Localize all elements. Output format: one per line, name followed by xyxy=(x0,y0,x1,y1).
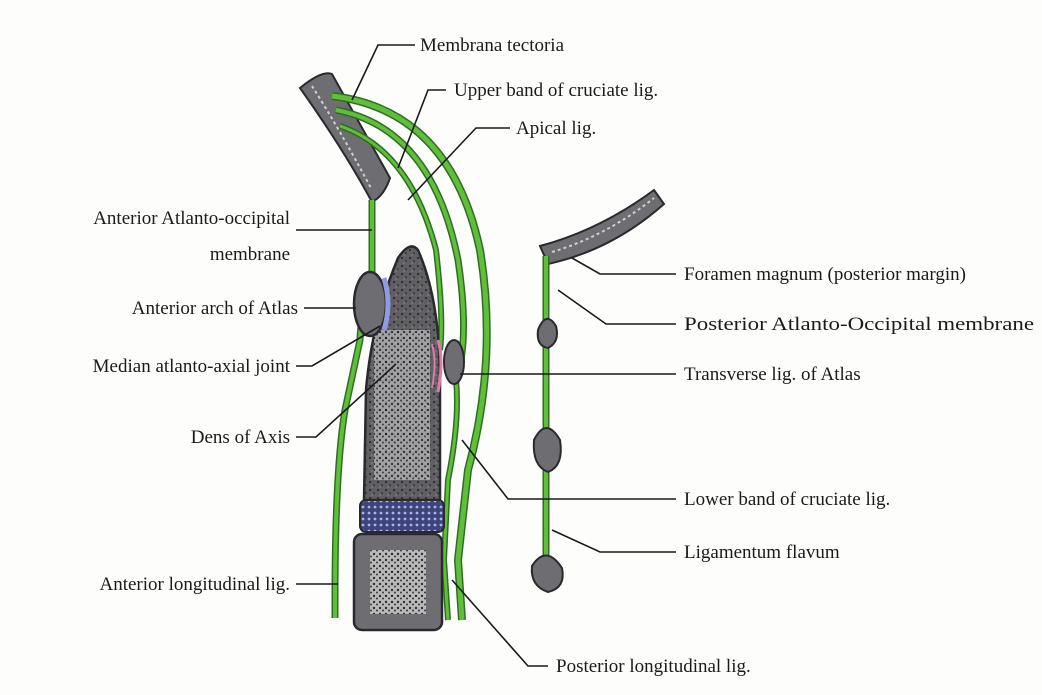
label-flavum: Ligamentum flavum xyxy=(684,542,840,563)
spinous-process-c3 xyxy=(532,555,563,592)
label-foramen: Foramen magnum (posterior margin) xyxy=(684,264,966,285)
label-upper-band: Upper band of cruciate lig. xyxy=(454,80,658,101)
leader-foramen xyxy=(572,258,676,274)
label-lower-band: Lower band of cruciate lig. xyxy=(684,489,890,510)
dens-texture xyxy=(374,330,430,480)
posterior-arch-of-atlas xyxy=(538,319,557,348)
label-ant-long: Anterior longitudinal lig. xyxy=(99,574,290,595)
leader-flavum xyxy=(552,530,676,552)
label-median-joint: Median atlanto-axial joint xyxy=(93,356,291,377)
label-ant-ao-line2: membrane xyxy=(210,244,290,265)
leader-lower-band xyxy=(462,440,676,499)
anterior-arch-of-atlas xyxy=(354,272,386,336)
vertebral-body-texture xyxy=(370,550,426,614)
label-ant-ao-line1: Anterior Atlanto-occipital xyxy=(93,208,290,229)
label-ant-arch: Anterior arch of Atlas xyxy=(132,298,298,319)
transverse-lig-section xyxy=(444,340,464,384)
label-dens: Dens of Axis xyxy=(191,427,290,448)
label-membrana-tectoria: Membrana tectoria xyxy=(420,35,565,56)
leader-post-long xyxy=(452,580,548,666)
intervertebral-disc xyxy=(360,500,444,532)
occipital-bone-posterior xyxy=(540,190,664,264)
leader-membrana-tectoria xyxy=(352,45,415,100)
occipital-bone-anterior xyxy=(300,73,390,202)
spinous-process-axis xyxy=(534,428,561,472)
label-transverse: Transverse lig. of Atlas xyxy=(684,364,861,385)
label-post-ao: Posterior Atlanto-Occipital membrane xyxy=(684,314,1034,335)
label-apical: Apical lig. xyxy=(516,118,596,139)
leader-post-ao xyxy=(558,290,676,324)
label-post-long: Posterior longitudinal lig. xyxy=(556,656,751,677)
